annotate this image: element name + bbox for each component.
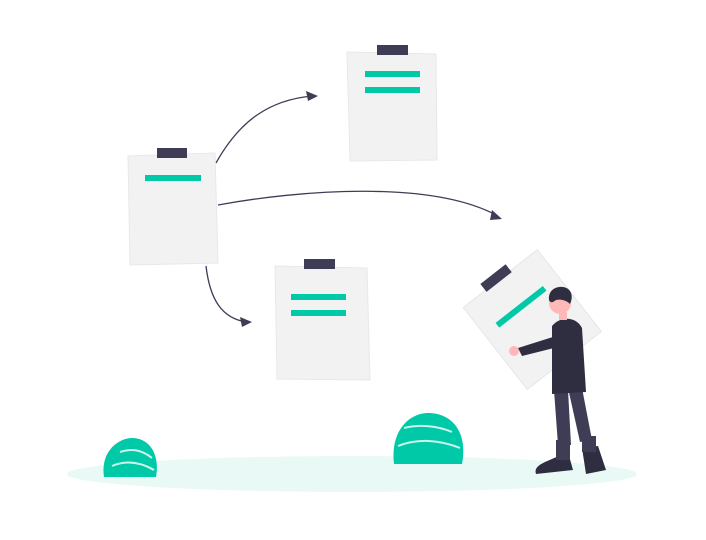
arrow-icon: [205, 95, 497, 323]
clipboard-top-icon: [346, 45, 438, 162]
bush-icon: [393, 413, 464, 464]
clipboard-bottom-icon: [274, 259, 371, 381]
arrowhead-icon: [240, 91, 502, 327]
ground-shadow: [67, 456, 637, 492]
person-icon: [509, 286, 606, 474]
bush-icon: [103, 438, 157, 477]
clipboard-source-icon: [127, 148, 219, 266]
